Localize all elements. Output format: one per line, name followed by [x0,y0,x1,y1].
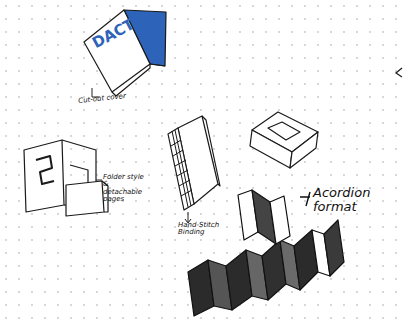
edge-mark [396,68,402,77]
leader-arrow [300,192,310,206]
folder-sketch [24,140,108,216]
cut-out-cover-sketch [84,10,166,96]
folder-style-label: Folder style & detachable pages [103,174,149,203]
hand-stitch-book-sketch [168,116,220,210]
leader-line [96,180,102,181]
box-sketch [250,112,318,168]
accordion-label: Acordion format [313,186,383,213]
hand-stitch-label: Hand-Stitch Binding [178,222,234,237]
